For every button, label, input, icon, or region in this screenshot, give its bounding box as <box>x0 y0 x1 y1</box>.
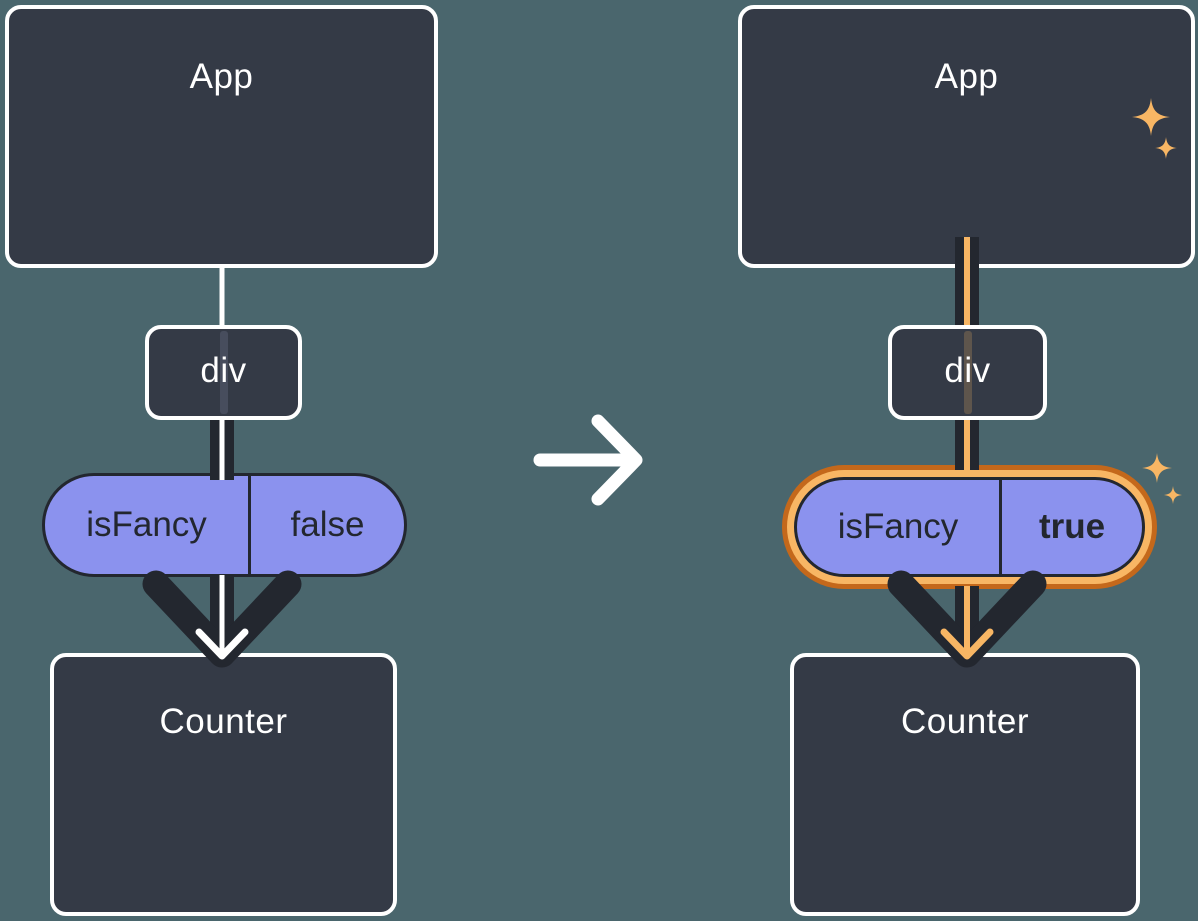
component-title: App <box>189 57 254 96</box>
counter-component-card-right: Counter <box>790 653 1140 916</box>
node-label: div <box>200 351 247 390</box>
prop-arrow-chevron-right <box>887 570 1047 668</box>
prop-name: isFancy <box>86 505 207 544</box>
node-label: div <box>944 351 991 390</box>
prop-value: false <box>248 476 404 574</box>
component-title: App <box>934 57 999 96</box>
prop-pill-right-highlighted: isFancy true <box>794 477 1145 577</box>
app-component-card-right: App <box>738 5 1195 268</box>
sparkle-icon <box>1142 453 1172 483</box>
transition-arrow-icon <box>533 414 643 506</box>
app-component-card-left: App <box>5 5 438 268</box>
component-title: Counter <box>900 702 1030 741</box>
prop-value: true <box>999 480 1142 574</box>
prop-arrow-shaft-left <box>210 575 234 643</box>
div-node-card-right: div <box>888 325 1047 420</box>
prop-arrow-chevron-left <box>142 570 302 668</box>
component-title: Counter <box>159 702 288 741</box>
prop-arrow-shaft-right <box>955 586 979 643</box>
sparkle-icon <box>1164 486 1182 504</box>
prop-name: isFancy <box>837 507 959 546</box>
counter-component-card-left: Counter <box>50 653 397 916</box>
prop-flow-line-left <box>210 418 234 480</box>
div-node-card-left: div <box>145 325 302 420</box>
prop-pill-left: isFancy false <box>42 473 407 577</box>
flow-line-through-div <box>219 331 228 414</box>
